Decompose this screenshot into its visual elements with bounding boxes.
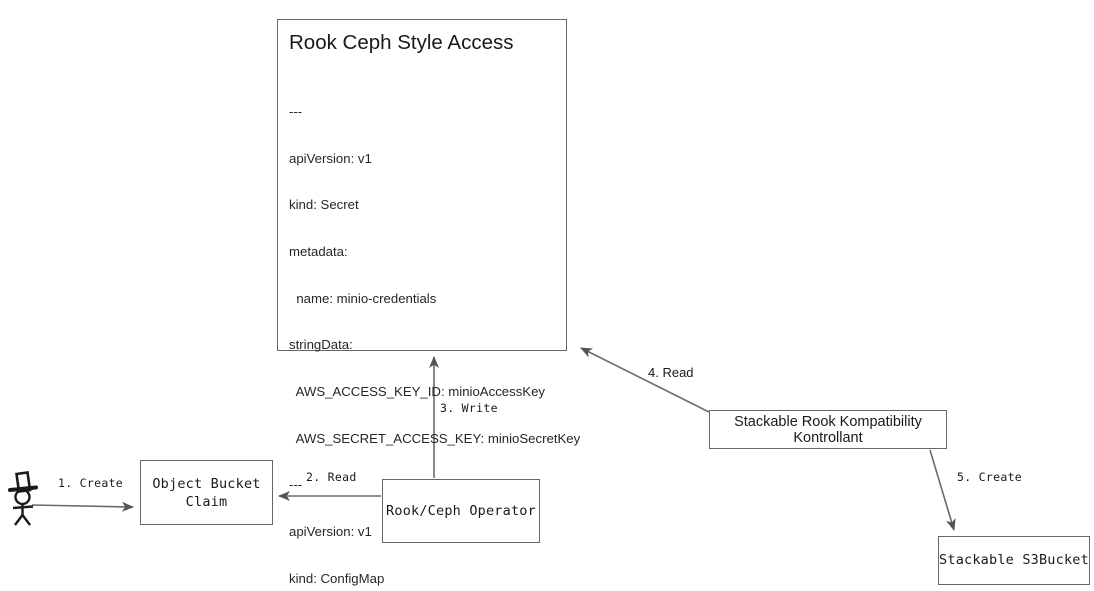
edge-label-3-write: 3. Write <box>440 401 498 415</box>
node-label: Object Bucket Claim <box>152 475 260 511</box>
yaml-line: name: minio-credentials <box>289 290 437 306</box>
yaml-line: apiVersion: v1 <box>289 523 372 539</box>
edge-label-2-read: 2. Read <box>306 470 357 484</box>
edge-4-read <box>580 347 710 413</box>
yaml-card-rook-ceph-style-access: Rook Ceph Style Access --- apiVersion: v… <box>277 19 580 586</box>
node-stackable-s3bucket: Stackable S3Bucket <box>938 536 1090 585</box>
node-stackable-rook-kompatibility-kontrollant: Stackable Rook Kompatibility Kontrollant <box>709 410 947 449</box>
node-rook-ceph-operator: Rook/Ceph Operator <box>382 479 540 543</box>
yaml-line: kind: Secret <box>289 197 359 213</box>
edge-label-1-create: 1. Create <box>58 476 124 490</box>
yaml-card-body: --- apiVersion: v1 kind: Secret metadata… <box>289 73 581 591</box>
edge-5-create <box>929 449 956 531</box>
yaml-line: apiVersion: v1 <box>289 150 372 166</box>
edge-label-4-read: 4. Read <box>648 365 694 380</box>
yaml-line: kind: ConfigMap <box>289 570 385 586</box>
node-object-bucket-claim: Object Bucket Claim <box>140 460 273 525</box>
node-label-line2: Claim <box>185 493 228 510</box>
yaml-line: --- <box>289 104 303 120</box>
yaml-line: AWS_SECRET_ACCESS_KEY: minioSecretKey <box>289 430 581 446</box>
actor-user <box>6 470 46 526</box>
yaml-card-title: Rook Ceph Style Access <box>289 31 514 54</box>
node-label: Stackable S3Bucket <box>939 552 1089 568</box>
yaml-line: metadata: <box>289 244 348 260</box>
node-label-line1: Object Bucket <box>152 475 261 492</box>
edge-label-5-create: 5. Create <box>957 470 1023 484</box>
yaml-line: AWS_ACCESS_KEY_ID: minioAccessKey <box>289 383 546 399</box>
edge-1-create <box>31 501 134 512</box>
yaml-line: stringData: <box>289 337 353 353</box>
node-label: Rook/Ceph Operator <box>386 502 536 519</box>
yaml-line: --- <box>289 477 303 493</box>
node-label: Stackable Rook Kompatibility Kontrollant <box>734 413 922 446</box>
stick-figure-with-top-hat-icon <box>8 471 38 526</box>
